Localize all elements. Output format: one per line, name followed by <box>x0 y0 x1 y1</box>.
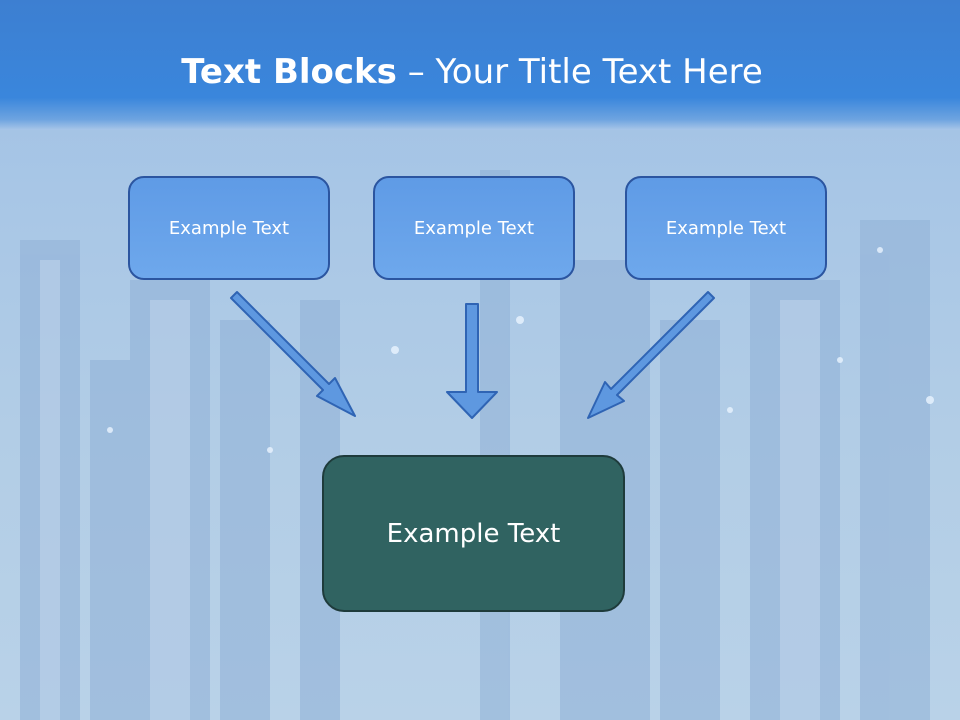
title-rest: Your Title Text Here <box>435 52 763 92</box>
arrow-left-icon <box>230 291 356 417</box>
arrow-right-icon <box>587 291 715 419</box>
text-block-middle[interactable]: Example Text <box>373 176 575 280</box>
arrow-middle-icon <box>446 303 498 419</box>
title-separator: – <box>396 52 436 92</box>
text-block-right[interactable]: Example Text <box>625 176 827 280</box>
slide-title: Text Blocks – Your Title Text Here <box>0 52 944 92</box>
center-text-block[interactable]: Example Text <box>322 455 625 612</box>
text-block-left[interactable]: Example Text <box>128 176 330 280</box>
title-bold: Text Blocks <box>181 52 397 92</box>
title-bar: Text Blocks – Your Title Text Here <box>0 0 960 130</box>
